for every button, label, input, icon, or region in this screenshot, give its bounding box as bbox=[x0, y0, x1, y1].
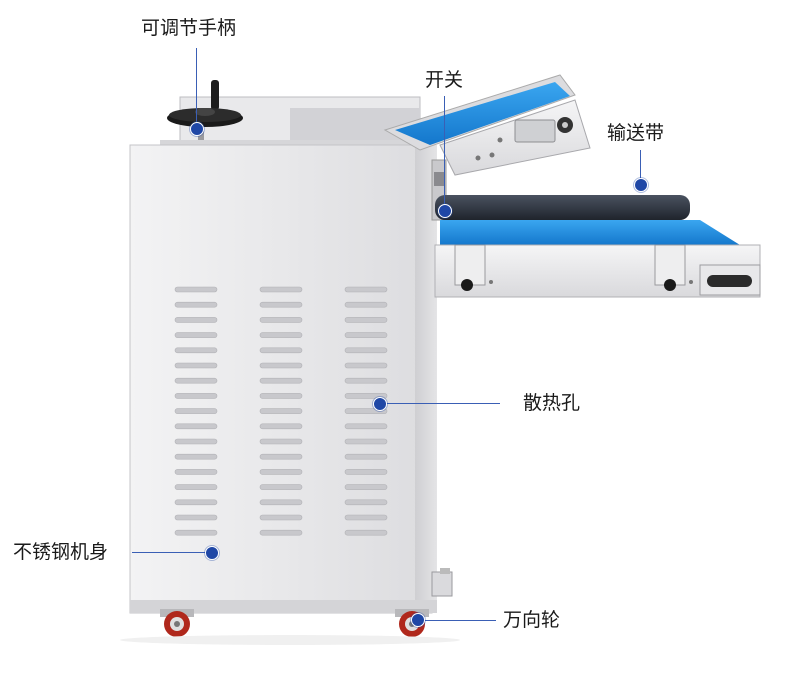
vent-slot bbox=[174, 423, 218, 430]
switch-callout-line bbox=[444, 96, 445, 206]
handle-callout-dot bbox=[190, 122, 204, 136]
body-label: 不锈钢机身 bbox=[13, 541, 109, 563]
vent-slot bbox=[259, 332, 303, 338]
vent-slot bbox=[259, 362, 303, 369]
vent-slot bbox=[174, 469, 218, 475]
ventilation-holes bbox=[174, 286, 388, 536]
vents-label: 散热孔 bbox=[523, 392, 581, 414]
vent-slot bbox=[174, 499, 218, 506]
vent-slot bbox=[259, 484, 303, 490]
belt-label: 输送带 bbox=[607, 122, 665, 144]
body-callout-dot bbox=[205, 546, 219, 560]
handle-callout-line bbox=[196, 48, 197, 128]
vent-slot bbox=[344, 453, 388, 460]
vent-slot bbox=[259, 438, 303, 445]
vent-slot bbox=[174, 347, 218, 354]
caster-wheel-left bbox=[160, 609, 194, 637]
casters-callout-line bbox=[418, 620, 496, 621]
vent-slot bbox=[259, 469, 303, 475]
vent-slot bbox=[174, 484, 218, 490]
foot-pedal bbox=[431, 568, 453, 597]
vent-slot bbox=[344, 423, 388, 430]
casters-callout-dot bbox=[411, 613, 425, 627]
vent-slot bbox=[344, 377, 388, 384]
vent-slot bbox=[174, 286, 218, 293]
belt-callout-line bbox=[640, 150, 641, 184]
vent-slot bbox=[259, 514, 303, 521]
vents-callout-line bbox=[380, 403, 500, 404]
vent-slot bbox=[174, 453, 218, 460]
vent-slot bbox=[259, 347, 303, 354]
vent-slot bbox=[259, 377, 303, 384]
vent-slot bbox=[344, 347, 388, 354]
vent-slot bbox=[259, 317, 303, 323]
vent-slot bbox=[344, 529, 388, 536]
belt-callout-dot bbox=[634, 178, 648, 192]
vent-slot bbox=[259, 529, 303, 536]
vent-slot bbox=[174, 438, 218, 445]
vent-slot bbox=[344, 301, 388, 308]
vents-callout-dot bbox=[373, 397, 387, 411]
vent-slot bbox=[344, 499, 388, 506]
vent-slot bbox=[174, 377, 218, 384]
vent-slot bbox=[344, 286, 388, 293]
vent-slot bbox=[344, 438, 388, 445]
vent-slot bbox=[174, 317, 218, 323]
vent-slot bbox=[259, 408, 303, 414]
adjustable-handle bbox=[167, 80, 243, 140]
vent-slot bbox=[174, 408, 218, 414]
body-callout-line bbox=[132, 552, 212, 553]
vent-slot bbox=[259, 499, 303, 506]
switch-label: 开关 bbox=[425, 69, 464, 91]
vent-slot bbox=[259, 423, 303, 430]
vent-slot bbox=[259, 286, 303, 293]
vent-slot bbox=[174, 529, 218, 536]
vent-slot bbox=[174, 514, 218, 521]
handle-label: 可调节手柄 bbox=[141, 17, 237, 39]
vent-slot bbox=[344, 514, 388, 521]
vent-slot bbox=[344, 332, 388, 338]
vent-slot bbox=[259, 393, 303, 399]
vent-slot bbox=[344, 317, 388, 323]
vent-slot bbox=[259, 453, 303, 460]
vent-slot bbox=[259, 301, 303, 308]
vent-slot bbox=[174, 301, 218, 308]
casters-label: 万向轮 bbox=[503, 609, 561, 631]
lower-conveyor bbox=[434, 195, 761, 298]
upper-conveyor bbox=[383, 74, 591, 176]
vent-slot bbox=[174, 393, 218, 399]
switch-callout-dot bbox=[438, 204, 452, 218]
vent-slot bbox=[174, 362, 218, 369]
vent-slot bbox=[174, 332, 218, 338]
vent-slot bbox=[344, 484, 388, 490]
vent-slot bbox=[344, 469, 388, 475]
vent-slot bbox=[344, 362, 388, 369]
